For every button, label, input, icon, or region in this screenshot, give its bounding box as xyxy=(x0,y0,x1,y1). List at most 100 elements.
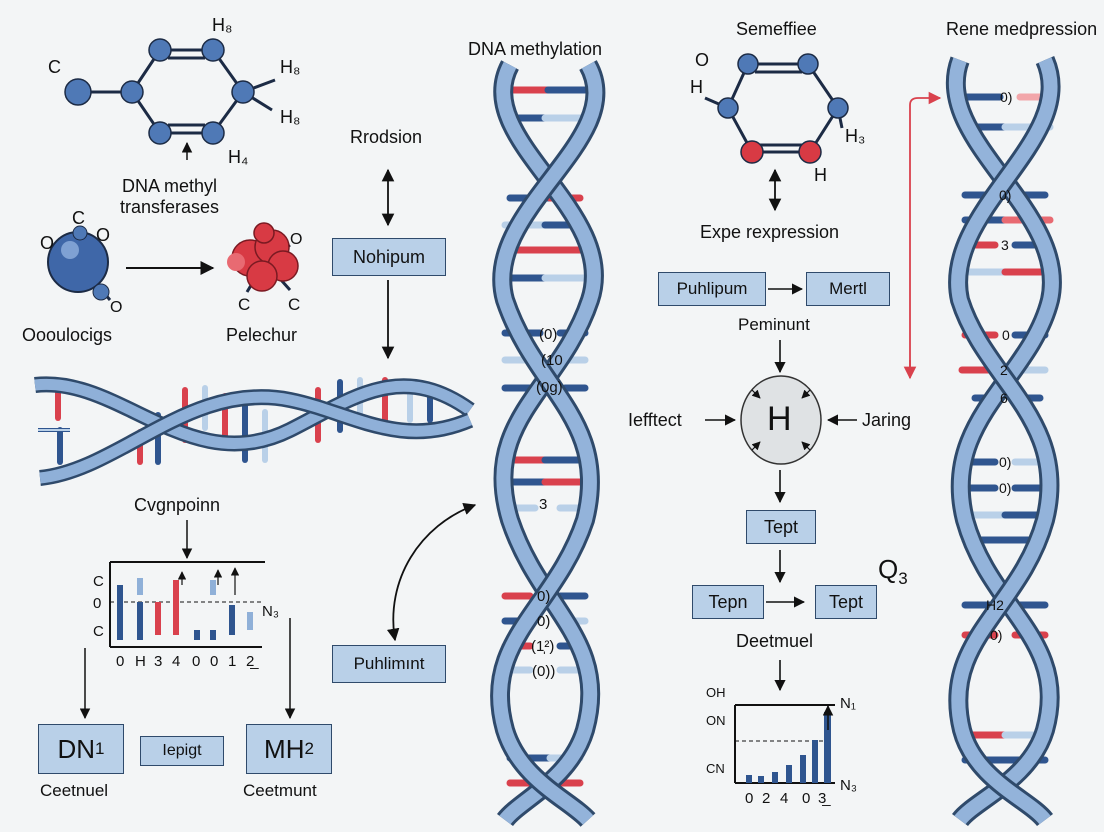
plot-x-label: 0 xyxy=(210,653,219,670)
left-mini-plot xyxy=(79,561,296,720)
chart-n3-label: N₃ xyxy=(840,777,857,794)
dn1-main: DN xyxy=(57,733,96,764)
right-helix-mark: 0) xyxy=(1000,89,1013,105)
right-helix-mark: 0 xyxy=(1002,327,1010,343)
molecule-cluster xyxy=(227,222,299,293)
right-helix-mark: 3 xyxy=(1001,237,1009,253)
puhlimunt-box: Puhlimınt xyxy=(332,645,446,683)
iefftect-label: Iefftect xyxy=(628,410,682,430)
central-helix-mark: (0)) xyxy=(532,663,556,680)
molecule2-label-o-bottom: O xyxy=(110,299,123,316)
molecule3-label-o: O xyxy=(290,231,303,248)
q3-label: Q3 xyxy=(878,556,908,587)
plot-y-label-c-bottom: C xyxy=(93,623,104,640)
central-helix-mark: 3 xyxy=(539,496,548,513)
plot-x-label: 1 xyxy=(228,653,237,670)
mh2-sub: 2 xyxy=(304,739,314,758)
h-node-label: H xyxy=(767,400,792,438)
nohipum-box: Nohipum xyxy=(332,238,446,276)
molecule-sphere xyxy=(47,225,215,301)
right-helix-mark: 0) xyxy=(999,480,1012,496)
chart-x-label: 0 xyxy=(745,790,754,807)
horizontal-dna-helix xyxy=(34,376,475,560)
central-helix-mark: 0) xyxy=(537,588,551,605)
chart-x-label: 2 xyxy=(762,790,771,807)
right-helix-title: Rene medpression xyxy=(946,19,1098,39)
chart-y-label-oh: OH xyxy=(706,685,726,700)
plot-x-label: 3 xyxy=(154,653,163,670)
tept-box-2: Tept xyxy=(815,585,877,619)
molecule3-name: Pelechur xyxy=(226,325,298,345)
molecule1-label-h-right2: H₈ xyxy=(280,107,301,127)
transferase-label: DNA methyl transferases xyxy=(120,176,220,217)
chart-y-label-cn: CN xyxy=(706,761,725,776)
expression-label: Expe rexpression xyxy=(700,222,840,242)
chart-x-label: 4 xyxy=(780,790,789,807)
central-helix-mark: (1̩²) xyxy=(531,638,555,655)
molecule1-label-c: C xyxy=(48,57,61,77)
mh2-main: MH xyxy=(264,733,305,764)
right-helix-mark: 2 xyxy=(1000,362,1008,378)
plot-x-label: 4 xyxy=(172,653,181,670)
right-helix-mark: 6 xyxy=(1000,390,1008,406)
right-helix-mark: 0) xyxy=(999,454,1012,470)
central-helix-mark: (0ɡ) xyxy=(536,379,563,396)
molecule1-label-h-top: H₈ xyxy=(212,15,233,35)
right-helix-mark: 0) xyxy=(990,627,1003,643)
chart-x-label: 0 xyxy=(802,790,811,807)
deetmuel-label: Deetmuel xyxy=(736,631,814,651)
molecule2-label-o-right: O xyxy=(96,225,111,245)
plot-y-label-c-top: C xyxy=(93,573,104,590)
mh2-caption: Ceetmunt xyxy=(243,781,317,800)
central-helix-mark: (10 xyxy=(541,352,563,369)
molecule-benzene xyxy=(64,38,276,160)
dn1-sub: 1 xyxy=(95,739,105,758)
molecule1-label-h-right1: H₈ xyxy=(280,57,301,77)
molecule-hexagon-right xyxy=(704,53,849,212)
central-helix-mark: 0) xyxy=(537,613,551,630)
molecule2-label-c: C xyxy=(72,208,85,228)
red-bracket-arrow xyxy=(903,91,942,380)
right-helix-mark: 0) xyxy=(999,187,1012,203)
plot-x-label: H xyxy=(135,653,146,670)
q3-main: Q xyxy=(878,554,899,584)
puhlipum-box: Puhlipum xyxy=(658,272,766,306)
molecule3-label-c-right: C xyxy=(288,295,301,314)
right-molecule-label-o: O xyxy=(695,50,710,70)
plot-x-label: 2̲ xyxy=(246,653,255,670)
molecule3-label-c-left: C xyxy=(238,295,251,314)
middle-arrows xyxy=(381,168,477,642)
plot-x-label: 0 xyxy=(116,653,125,670)
right-mini-chart xyxy=(734,704,835,784)
q3-sub: 3 xyxy=(898,569,908,589)
chart-x-label: 3̲ xyxy=(818,790,827,807)
chart-n1-label: N₁ xyxy=(840,695,856,712)
chart-y-label-on: ON xyxy=(706,713,726,728)
central-helix-mark: (0) xyxy=(539,326,558,343)
plot-y-label-0: 0 xyxy=(93,595,102,612)
helix-caption: Cvgnpoinn xyxy=(134,495,221,515)
semeffiee-title: Semeffiee xyxy=(736,19,817,39)
central-dna-helix xyxy=(490,60,606,828)
right-molecule-label-h3: H₃ xyxy=(845,126,866,146)
right-molecule-label-h: H xyxy=(690,77,703,97)
iepigt-box: Iepigt xyxy=(140,736,224,766)
jaring-label: Jaring xyxy=(862,410,912,430)
tepn-box: Tepn xyxy=(692,585,764,619)
right-dna-helix xyxy=(945,56,1062,827)
plot-x-label: 0 xyxy=(192,653,201,670)
molecule2-label-o-left: O xyxy=(40,233,55,253)
mertl-box: Mertl xyxy=(806,272,890,306)
right-helix-mark: H2 xyxy=(986,597,1004,613)
plot-side-label: N₃ xyxy=(262,603,279,620)
right-flow-arrows xyxy=(705,283,857,692)
peminunt-label: Peminunt xyxy=(738,315,810,334)
molecule2-name: Oooulocigs xyxy=(22,325,113,345)
central-helix-title: DNA methylation xyxy=(468,39,603,59)
right-molecule-label-h-bottom: H xyxy=(814,165,827,185)
dn1-caption: Ceetnuel xyxy=(40,781,109,800)
